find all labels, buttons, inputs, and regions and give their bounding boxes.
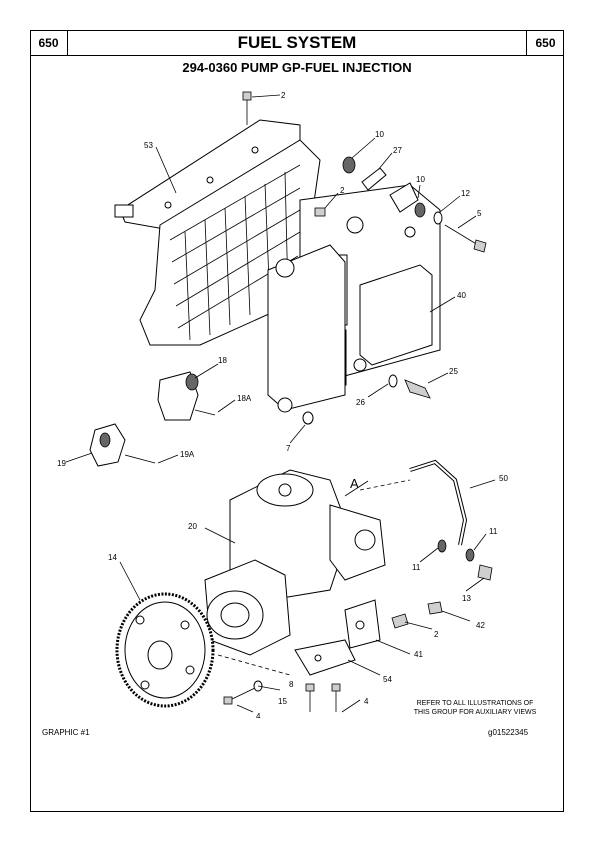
part-19 <box>89 423 156 467</box>
callout-2-mid: 2 <box>340 186 345 195</box>
sensor-18 <box>157 371 216 421</box>
callout-4-right: 4 <box>364 697 369 706</box>
page-frame <box>30 30 564 812</box>
callout-11-left: 11 <box>412 563 421 572</box>
callout-53: 53 <box>144 141 153 150</box>
callout-10-upper: 10 <box>375 130 384 139</box>
auxiliary-views-note: REFER TO ALL ILLUSTRATIONS OF THIS GROUP… <box>380 699 570 717</box>
section-title: FUEL SYSTEM <box>237 32 357 52</box>
callout-11-right: 11 <box>489 527 498 536</box>
note-line-1: REFER TO ALL ILLUSTRATIONS OF <box>416 700 534 707</box>
callout-50: 50 <box>499 474 508 483</box>
dashed-leaders <box>217 479 411 676</box>
callout-12: 12 <box>461 189 470 198</box>
group-title: 294-0360 PUMP GP-FUEL INJECTION <box>182 60 412 75</box>
callout-2-top: 2 <box>281 91 286 100</box>
callout-8: 8 <box>289 680 294 689</box>
callout-18: 18 <box>218 356 227 365</box>
callout-A: A <box>350 476 359 491</box>
graphic-id: g01522345 <box>488 728 529 737</box>
note-line-2: THIS GROUP FOR AUXILIARY VIEWS <box>413 709 537 716</box>
graphic-label: GRAPHIC #1 <box>42 728 90 737</box>
callout-2-lower: 2 <box>434 630 439 639</box>
callout-15: 15 <box>278 697 287 706</box>
injection-pump-drawing <box>204 469 386 656</box>
fittings-upper <box>314 156 487 253</box>
page-number-right: 650 <box>526 30 564 55</box>
callout-19A: 19A <box>180 450 195 459</box>
ecm-drawing <box>267 184 441 413</box>
callout-10-lower: 10 <box>416 175 425 184</box>
brackets-41-54 <box>294 599 443 676</box>
callout-26: 26 <box>356 398 365 407</box>
parts-illustration: 2 53 10 27 2 10 12 5 40 18 18A 25 26 7 1… <box>57 91 508 718</box>
bolt-2-top <box>242 91 252 125</box>
callout-42: 42 <box>476 621 485 630</box>
callout-7: 7 <box>286 444 291 453</box>
gear-14-drawing <box>115 592 215 708</box>
callout-25: 25 <box>449 367 458 376</box>
callout-41: 41 <box>414 650 423 659</box>
callout-14: 14 <box>108 553 117 562</box>
page-header: 650 FUEL SYSTEM 650 <box>30 30 564 56</box>
callouts: 2 53 10 27 2 10 12 5 40 18 18A 25 26 7 1… <box>57 91 508 718</box>
callout-5: 5 <box>477 209 482 218</box>
fuel-line-50 <box>409 459 493 581</box>
parts-25-26-7 <box>302 374 431 425</box>
callout-27: 27 <box>393 146 402 155</box>
callout-13: 13 <box>462 594 471 603</box>
page-number-left: 650 <box>30 30 68 55</box>
callout-20: 20 <box>188 522 197 531</box>
callout-18A: 18A <box>237 394 252 403</box>
leader-lines <box>65 94 496 713</box>
callout-54: 54 <box>383 675 392 684</box>
callout-40: 40 <box>457 291 466 300</box>
callout-19: 19 <box>57 459 66 468</box>
callout-4-left: 4 <box>256 712 261 718</box>
